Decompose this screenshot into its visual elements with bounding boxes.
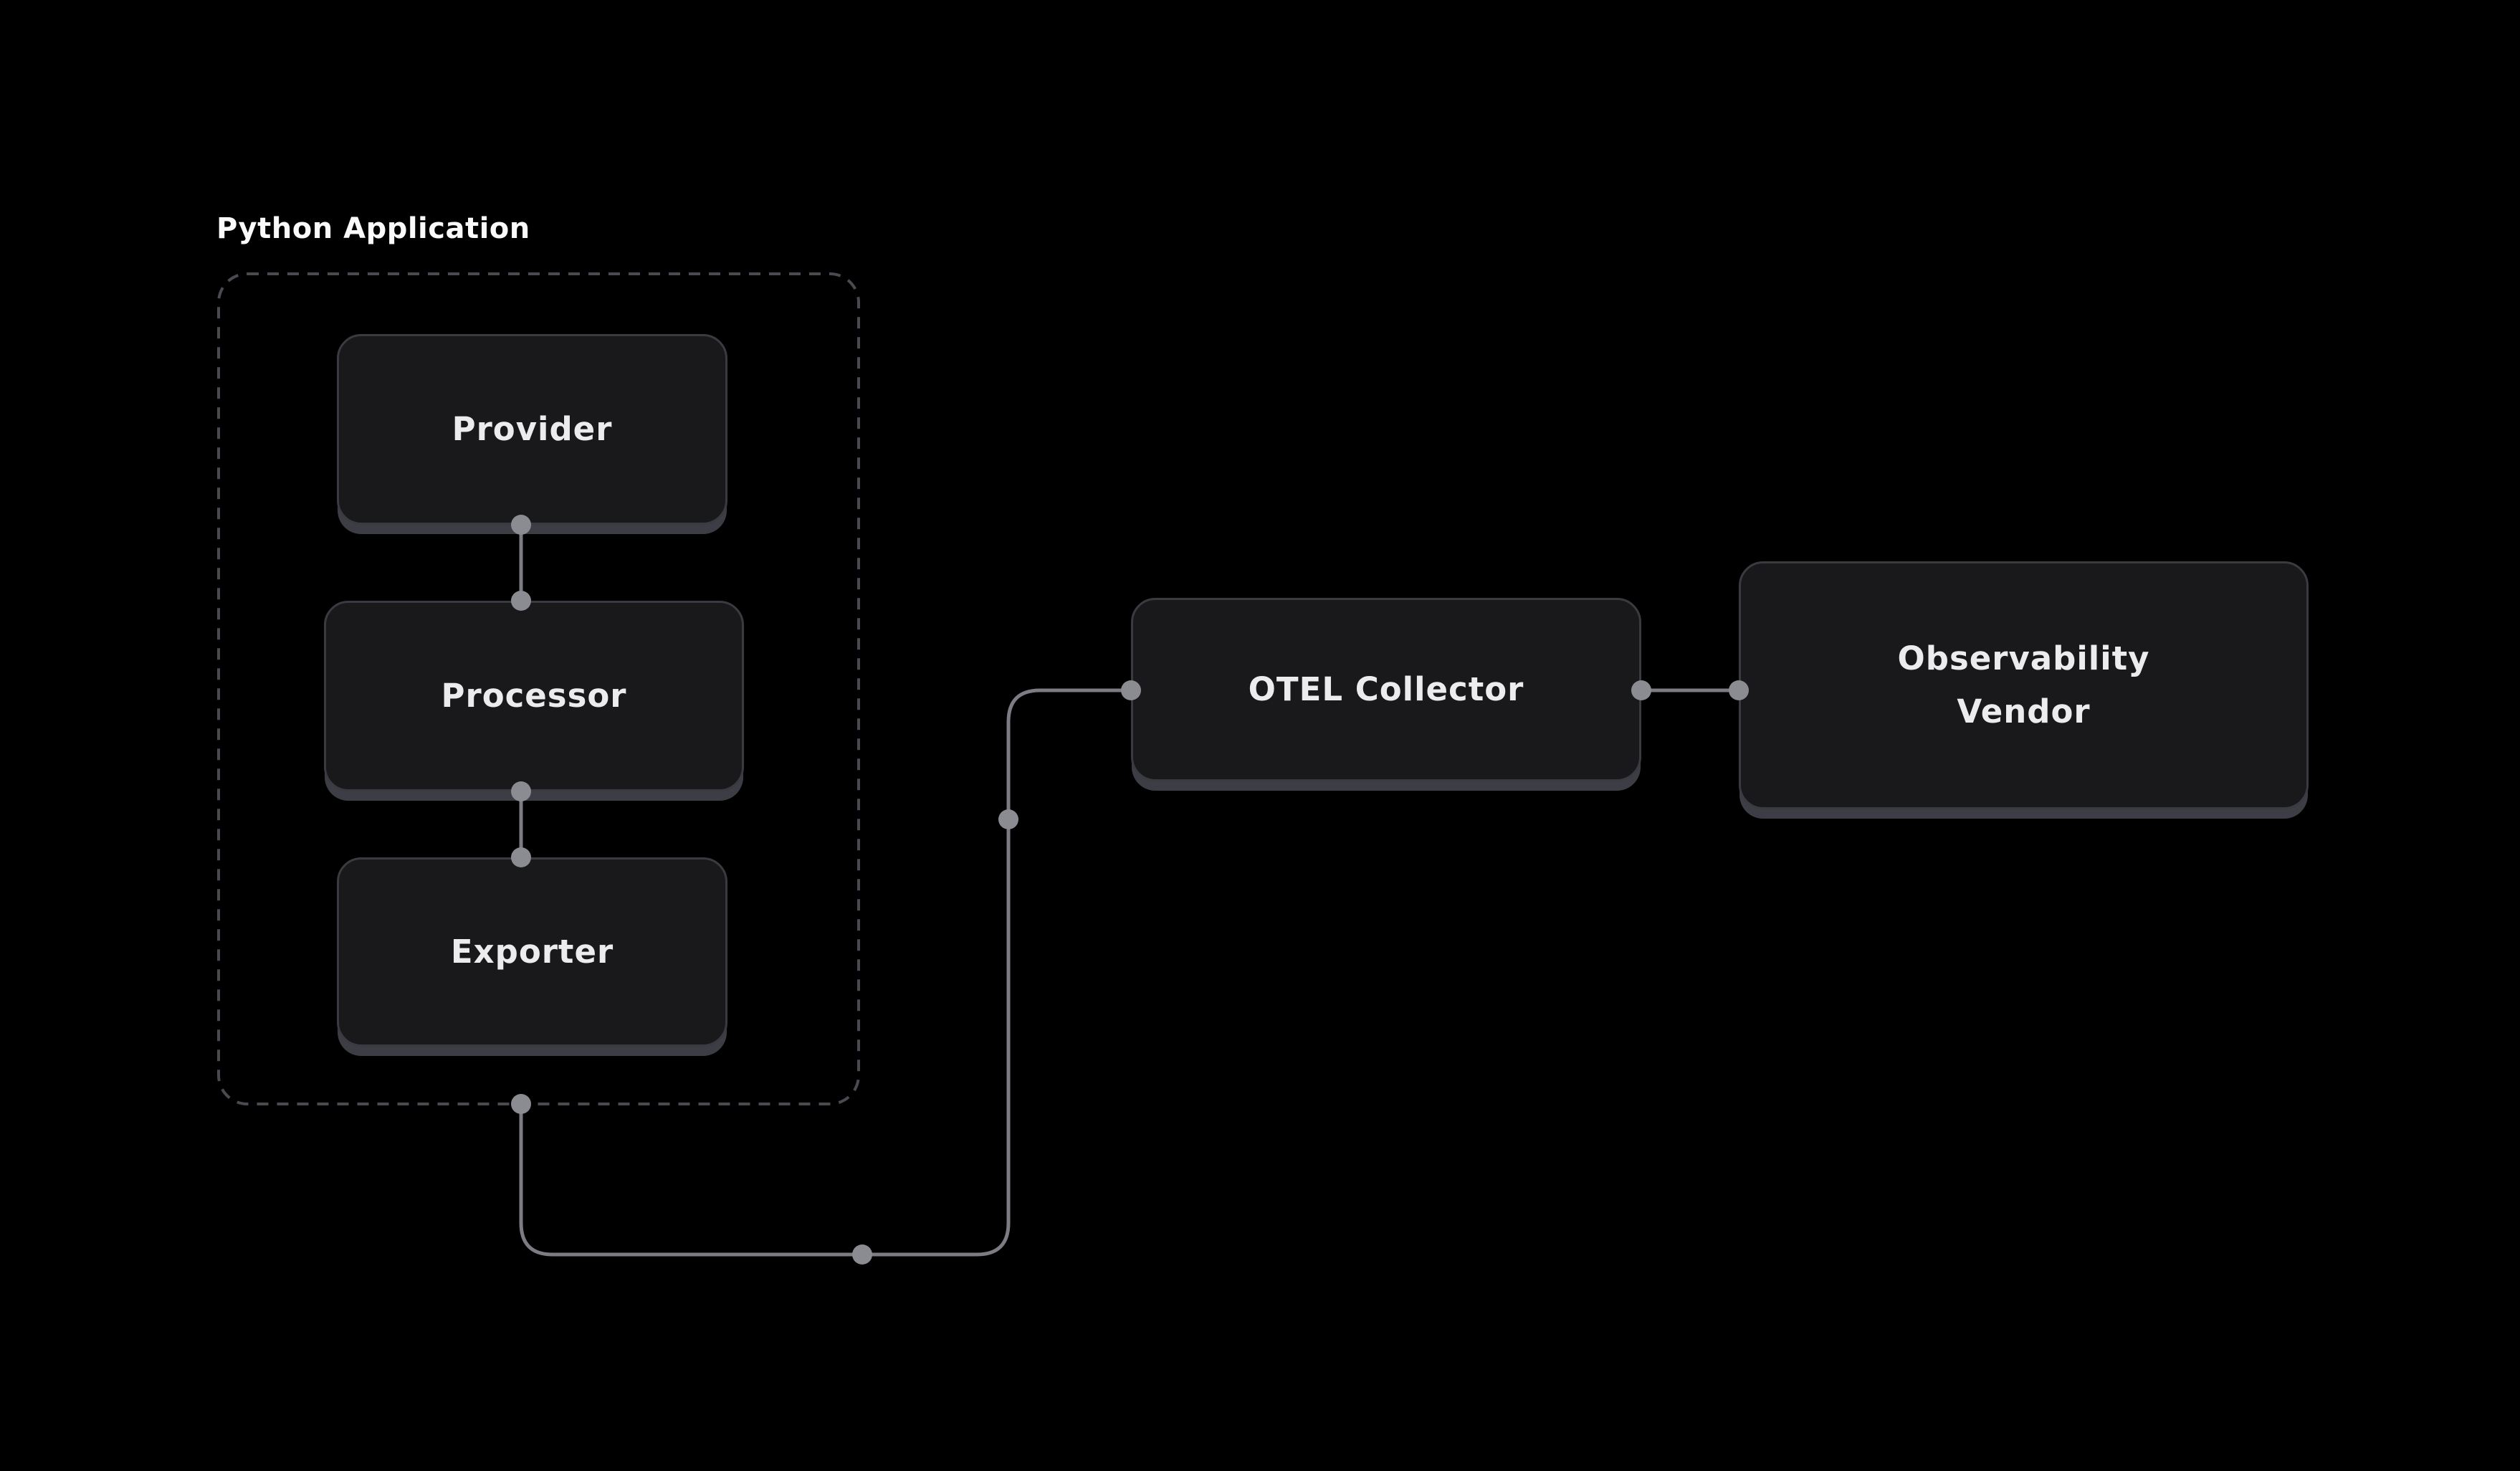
node-exporter: Exporter [337,857,727,1047]
group-label-python-application: Python Application [216,212,530,245]
node-provider-label: Provider [452,409,613,448]
node-processor: Processor [324,601,744,791]
node-observability-vendor-label: Observability Vendor [1897,639,2150,730]
node-otel-collector: OTEL Collector [1131,598,1641,781]
node-provider: Provider [337,334,727,525]
node-exporter-label: Exporter [450,932,614,971]
connection-dot-group-border [511,1094,531,1114]
node-processor-label: Processor [441,676,627,715]
node-otel-collector-label: OTEL Collector [1248,670,1524,708]
connection-dot-elbow-right [998,809,1018,829]
node-observability-vendor: Observability Vendor [1739,561,2309,809]
connection-dot-elbow-bottom [852,1244,872,1265]
